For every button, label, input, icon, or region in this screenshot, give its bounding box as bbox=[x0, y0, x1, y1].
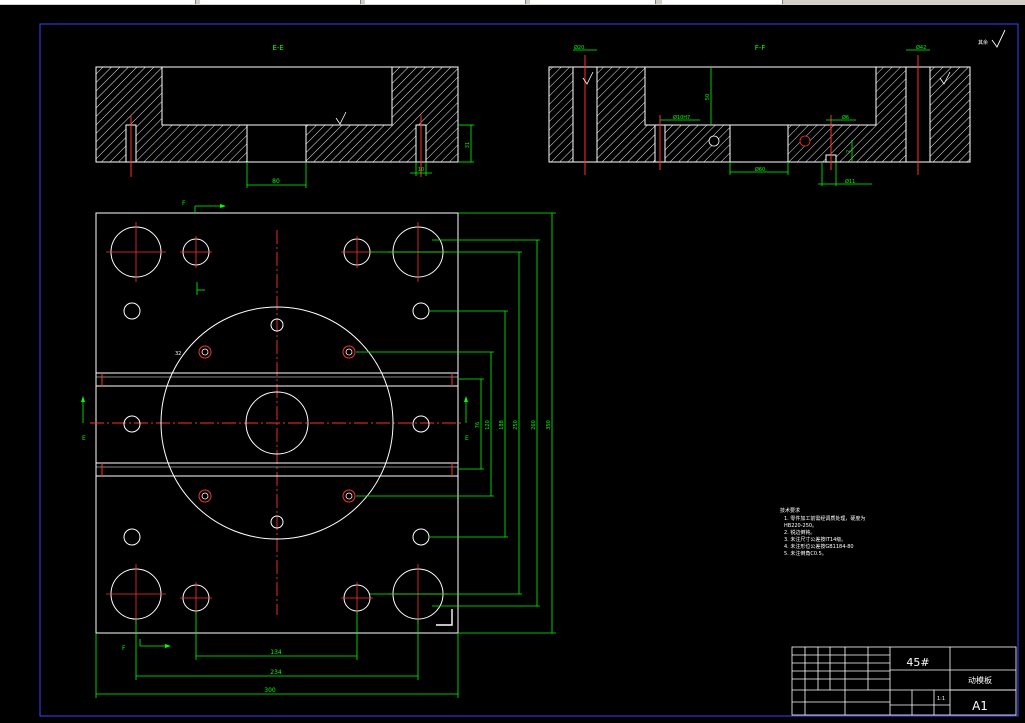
plan-vertical-dims bbox=[356, 212, 556, 634]
plan-view: 32 bbox=[90, 212, 464, 634]
toolbar-field-1[interactable] bbox=[0, 0, 196, 4]
title-sheet: A1 bbox=[972, 699, 988, 713]
roughness-symbol-icon bbox=[991, 29, 1006, 48]
toolbar-field-3[interactable] bbox=[365, 0, 526, 4]
section-f-f: F-F Ø20 Ø42 50 Ø10H7 Ø6 Ø60 bbox=[548, 44, 971, 186]
dim-boss-32: 32 bbox=[175, 351, 181, 357]
dim-120: 120 bbox=[485, 420, 491, 430]
dim-left-80: 80 bbox=[272, 178, 280, 185]
toolbar-strip bbox=[0, 0, 1025, 5]
dim-350: 350 bbox=[546, 420, 552, 430]
view-marker-f-top: F bbox=[182, 200, 186, 207]
plan-horizontal-dims bbox=[95, 611, 459, 698]
view-markers: F F E E bbox=[81, 200, 469, 652]
notes-line-1: 1. 零件加工前需经调质处理，硬度为 bbox=[784, 515, 865, 522]
roughness-note: 其余 bbox=[978, 39, 988, 46]
technical-notes: 技术要求 1. 零件加工前需经调质处理，硬度为 HB220-250。 2. 锐边… bbox=[780, 507, 865, 557]
drawing-border bbox=[39, 23, 1019, 717]
dim-right-20: Ø20 bbox=[574, 44, 584, 51]
dim-76: 76 bbox=[475, 422, 481, 428]
section-e-e-label: E-E bbox=[272, 44, 283, 52]
dim-250: 250 bbox=[513, 420, 519, 430]
dim-left-31: 31 bbox=[465, 142, 471, 148]
dim-234: 234 bbox=[270, 669, 282, 676]
view-marker-e-left: E bbox=[82, 435, 86, 442]
dim-188: 188 bbox=[499, 420, 505, 430]
dim-right-2: 2 bbox=[846, 150, 852, 153]
notes-line-6: 5. 未注倒角C0.5。 bbox=[784, 550, 827, 557]
title-block bbox=[791, 646, 1017, 716]
toolbar-field-5[interactable] bbox=[662, 0, 783, 4]
view-marker-f-bottom: F bbox=[122, 645, 126, 652]
dim-right-6: Ø6 bbox=[842, 114, 849, 121]
cad-drawing-canvas[interactable]: E-E 80 31 10 F-F bbox=[0, 5, 1025, 723]
title-material: 45# bbox=[906, 656, 929, 669]
title-scale: 1:1 bbox=[937, 696, 945, 702]
title-part-name: 动模板 bbox=[968, 675, 992, 685]
dim-right-60: Ø60 bbox=[755, 166, 765, 173]
toolbar-field-4[interactable] bbox=[530, 0, 656, 4]
dim-right-50: 50 bbox=[705, 94, 711, 100]
dim-134: 134 bbox=[270, 649, 282, 656]
dim-260: 260 bbox=[531, 420, 537, 430]
section-f-f-label: F-F bbox=[755, 44, 766, 52]
dim-left-10: 10 bbox=[418, 167, 424, 173]
dim-300: 300 bbox=[264, 687, 276, 694]
dim-right-10h7: Ø10H7 bbox=[673, 114, 690, 121]
notes-line-2: HB220-250。 bbox=[784, 523, 817, 529]
notes-line-4: 3. 未注尺寸公差按IT14级。 bbox=[784, 536, 846, 543]
dim-right-42: Ø42 bbox=[916, 44, 926, 51]
notes-line-3: 2. 锐边倒钝。 bbox=[784, 529, 815, 536]
notes-line-5: 4. 未注形位公差按GB1184-80 bbox=[784, 543, 854, 550]
section-e-e: E-E 80 31 10 bbox=[95, 44, 474, 188]
notes-title: 技术要求 bbox=[780, 507, 800, 514]
view-marker-e-right: E bbox=[465, 435, 469, 442]
toolbar-field-2[interactable] bbox=[200, 0, 361, 4]
dim-right-11: Ø11 bbox=[845, 178, 855, 185]
